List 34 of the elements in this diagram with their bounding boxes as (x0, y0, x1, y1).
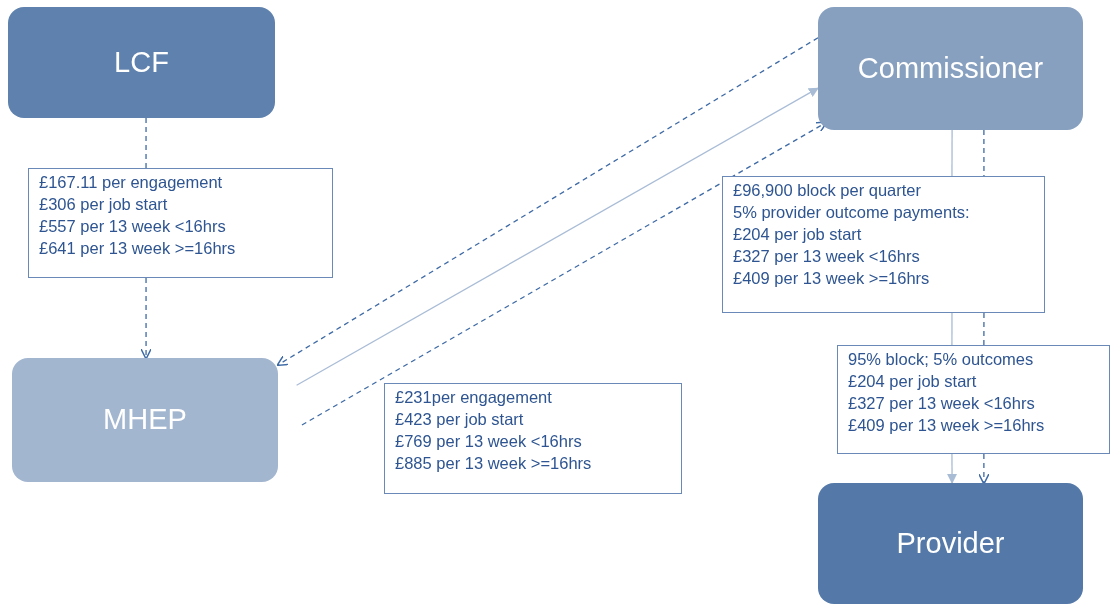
payment-text: £409 per 13 week >=16hrs (733, 268, 931, 289)
entity-label: LCF (114, 44, 169, 80)
payment-note-box (837, 345, 1110, 454)
payment-text: 95% block; 5% outcomes (848, 349, 1035, 370)
payment-text: £96,900 block per quarter (733, 180, 923, 201)
arrow (276, 37, 819, 367)
payment-text: 5% provider outcome payments: (733, 202, 971, 223)
payment-text: £557 per 13 week <16hrs (39, 216, 227, 237)
entity-box (8, 7, 275, 118)
arrow (947, 453, 958, 484)
payment-text: £231per engagement (395, 387, 553, 408)
payment-text: £641 per 13 week >=16hrs (39, 238, 237, 259)
payment-text: £327 per 13 week <16hrs (733, 246, 921, 267)
entity-label: Provider (896, 525, 1005, 561)
payment-text: £204 per job start (733, 224, 863, 245)
payment-text: £327 per 13 week <16hrs (848, 393, 1036, 414)
payment-text: £885 per 13 week >=16hrs (395, 453, 593, 474)
arrow (140, 277, 152, 360)
arrow (978, 453, 990, 485)
entity-box (818, 483, 1083, 604)
payment-note-box (384, 383, 682, 494)
payment-note-box (722, 176, 1045, 313)
payment-text: £423 per job start (395, 409, 525, 430)
arrow (295, 87, 819, 386)
payment-text: £204 per job start (848, 371, 978, 392)
payment-text: £167.11 per engagement (39, 172, 224, 193)
payment-note-box (28, 168, 333, 278)
entity-label: Commissioner (857, 50, 1044, 86)
payment-text: £409 per 13 week >=16hrs (848, 415, 1046, 436)
entity-label: MHEP (103, 402, 187, 438)
entity-box (818, 7, 1083, 130)
payment-text: £769 per 13 week <16hrs (395, 431, 583, 452)
entity-box (12, 358, 278, 482)
payment-text: £306 per job start (39, 194, 169, 215)
